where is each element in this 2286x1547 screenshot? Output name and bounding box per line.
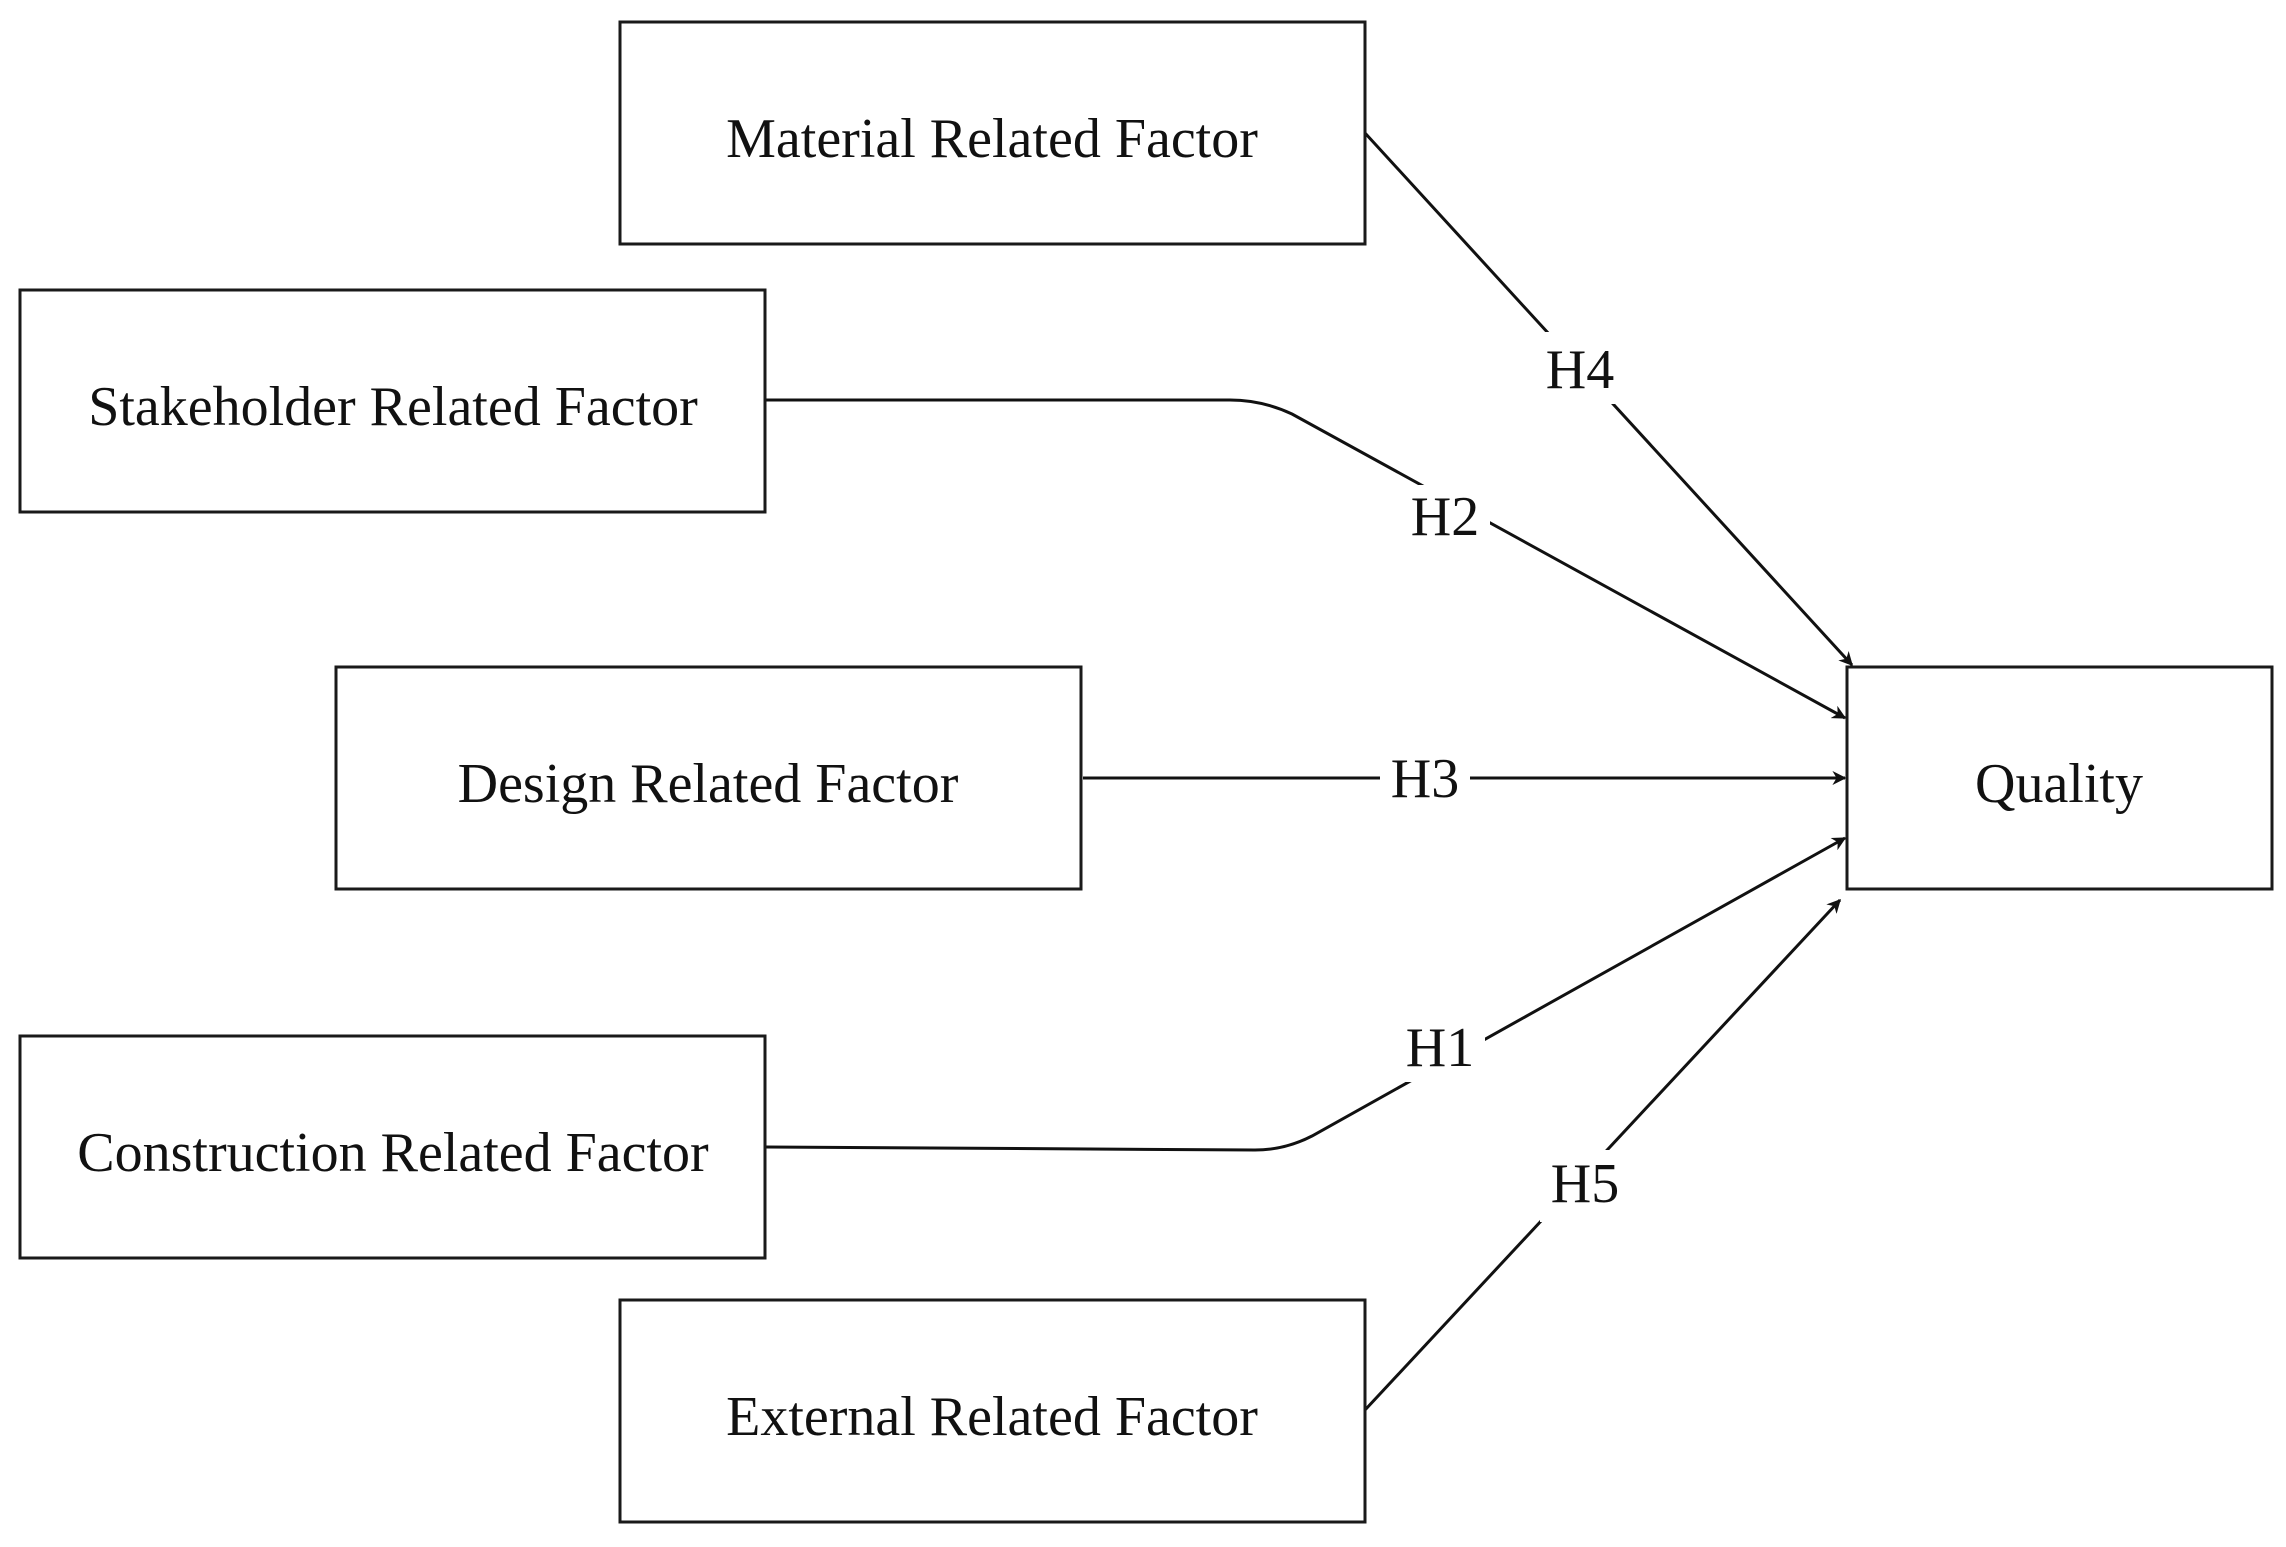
node-label-material: Material Related Factor: [726, 108, 1258, 170]
edge-label-h5: H5: [1551, 1153, 1619, 1215]
node-material: Material Related Factor: [618, 20, 1367, 246]
node-quality: Quality: [1845, 665, 2274, 891]
edge-labels: H4 H2 H3 H1 H5: [1380, 332, 1630, 1222]
edge-label-h4: H4: [1546, 339, 1614, 401]
edge-label-h1: H1: [1406, 1017, 1474, 1079]
node-design: Design Related Factor: [334, 665, 1083, 891]
node-construction: Construction Related Factor: [18, 1034, 767, 1260]
edge-construction-to-quality: [765, 836, 1847, 1152]
edge-stakeholder-to-quality: [766, 398, 1847, 720]
edge-label-h3: H3: [1391, 748, 1459, 810]
edge-label-h2: H2: [1411, 486, 1479, 548]
node-stakeholder: Stakeholder Related Factor: [18, 288, 767, 514]
node-label-stakeholder: Stakeholder Related Factor: [88, 376, 698, 438]
node-label-quality: Quality: [1975, 753, 2143, 815]
node-label-construction: Construction Related Factor: [77, 1122, 709, 1184]
node-label-external: External Related Factor: [726, 1386, 1258, 1448]
node-external: External Related Factor: [618, 1298, 1367, 1524]
node-label-design: Design Related Factor: [458, 753, 959, 815]
